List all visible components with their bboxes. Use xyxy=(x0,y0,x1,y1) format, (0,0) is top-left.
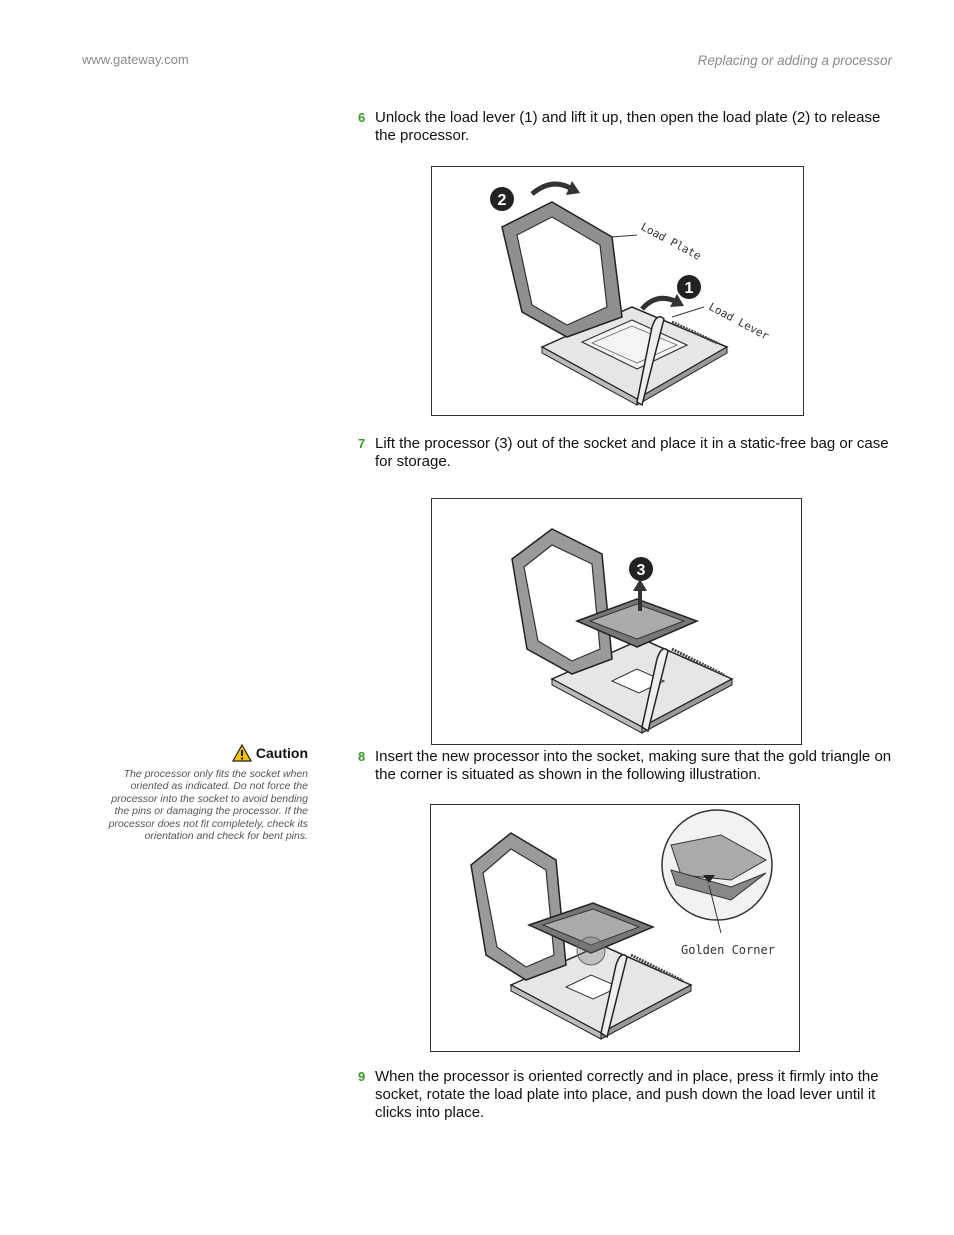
step-number: 7 xyxy=(358,436,366,451)
step-text: Insert the new processor into the socket… xyxy=(375,748,892,783)
header-section-title: Replacing or adding a processor xyxy=(697,53,892,68)
svg-text:1: 1 xyxy=(685,280,694,297)
svg-text:3: 3 xyxy=(637,562,646,579)
svg-text:2: 2 xyxy=(498,192,507,209)
step-7: 7 Lift the processor (3) out of the sock… xyxy=(358,435,903,471)
step-number: 8 xyxy=(358,749,366,764)
caution-heading: Caution xyxy=(231,744,308,762)
step-number: 6 xyxy=(358,110,366,125)
label-load-lever: Load Lever xyxy=(707,300,772,343)
warning-triangle-icon xyxy=(231,744,252,762)
marker-1-icon: 1 xyxy=(677,275,701,299)
step-8: 8 Insert the new processor into the sock… xyxy=(358,748,903,784)
caution-title: Caution xyxy=(255,745,308,761)
step-6: 6 Unlock the load lever (1) and lift it … xyxy=(358,109,903,145)
step-text: Unlock the load lever (1) and lift it up… xyxy=(375,109,881,144)
marker-2-icon: 2 xyxy=(490,187,514,211)
socket-open-illustration: 2 1 Load Plate Load Lever xyxy=(490,181,772,407)
figure-lift-processor: 3 xyxy=(431,498,802,745)
step-text: When the processor is oriented correctly… xyxy=(375,1068,879,1121)
label-golden-corner: Golden Corner xyxy=(681,943,775,957)
label-load-plate: Load Plate xyxy=(639,220,704,263)
figure-load-plate-lever: 2 1 Load Plate Load Lever xyxy=(431,166,804,416)
caution-text: The processor only fits the socket when … xyxy=(108,768,308,843)
marker-3-icon: 3 xyxy=(629,557,653,581)
golden-corner-illustration: Golden Corner xyxy=(470,809,775,1040)
step-text: Lift the processor (3) out of the socket… xyxy=(375,435,889,470)
header-website: www.gateway.com xyxy=(82,52,189,67)
caution-note: Caution The processor only fits the sock… xyxy=(100,744,308,842)
figure-golden-corner: Golden Corner xyxy=(430,804,800,1052)
processor-lift-illustration: 3 xyxy=(511,528,734,734)
step-number: 9 xyxy=(358,1069,366,1084)
step-9: 9 When the processor is oriented correct… xyxy=(358,1068,903,1122)
